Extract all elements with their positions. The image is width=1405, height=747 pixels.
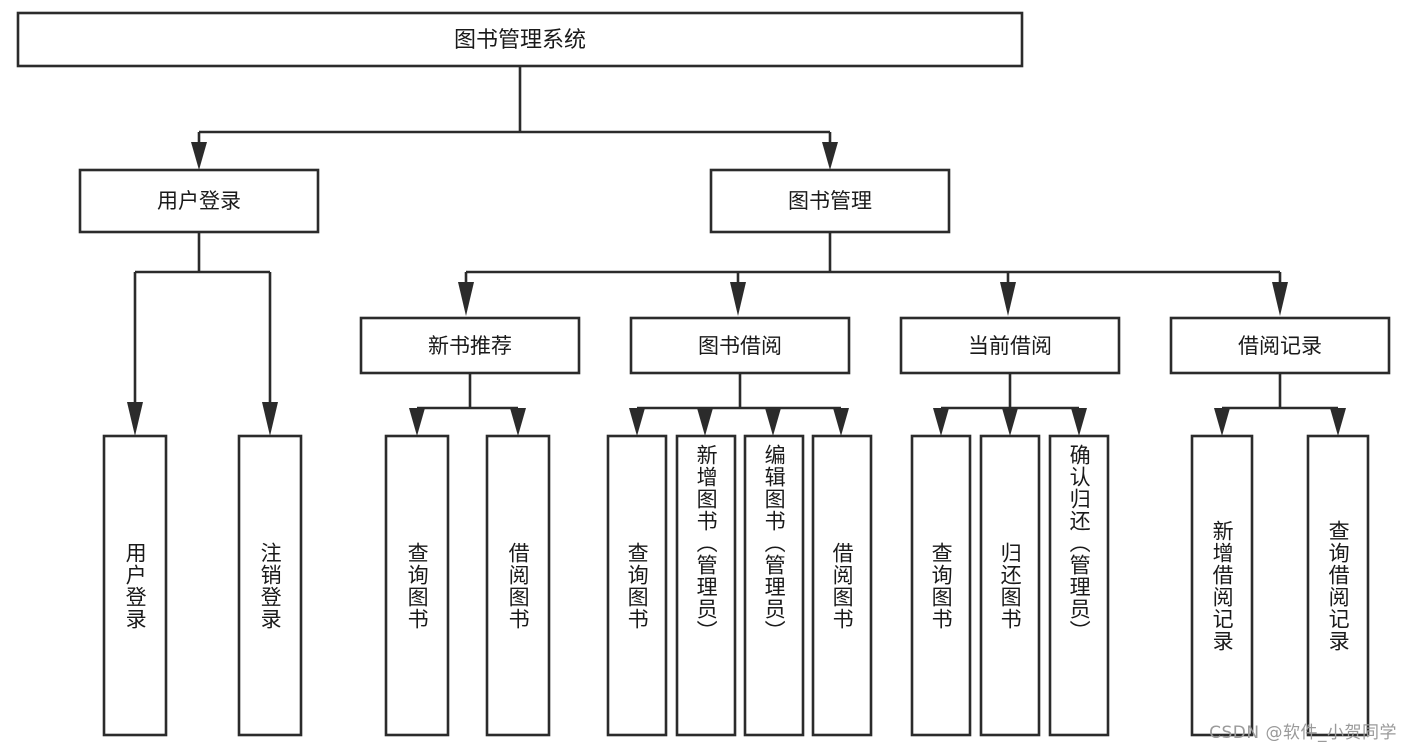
node-box-leaf-query-record[interactable] (1306, 434, 1370, 737)
node-label-current-borrow: 当前借阅 (968, 334, 1052, 358)
arrowhead-leaf-confirm-return (1071, 408, 1087, 436)
arrowhead-leaf-user-login (127, 402, 143, 436)
arrowhead-leaf-add-book (697, 408, 713, 436)
node-label-book-borrow: 图书借阅 (698, 334, 782, 358)
arrowhead-leaf-logout (262, 402, 278, 436)
node-box-new-book-recommend[interactable] (359, 316, 581, 375)
node-layer: 图书管理系统 用户登录 图书管理 新书推荐 图书借阅 当前借阅 借阅记录 (16, 11, 1391, 737)
arrowhead-book-borrow (730, 282, 746, 316)
node-box-leaf-query-book-2[interactable] (606, 434, 668, 737)
node-box-leaf-query-book-1[interactable] (384, 434, 450, 737)
node-label-borrow-record: 借阅记录 (1238, 334, 1322, 358)
node-label-root: 图书管理系统 (454, 28, 586, 53)
arrowhead-leaf-query-record (1330, 408, 1346, 436)
node-box-leaf-edit-book[interactable] (743, 434, 805, 737)
node-label-new-book-recommend: 新书推荐 (428, 334, 512, 358)
node-box-leaf-query-book-3[interactable] (910, 434, 972, 737)
node-box-leaf-borrow-book-2[interactable] (811, 434, 873, 737)
arrowhead-leaf-return-book (1002, 408, 1018, 436)
node-box-book-borrow[interactable] (629, 316, 851, 375)
node-box-leaf-add-record[interactable] (1190, 434, 1254, 737)
connector-layer (127, 66, 1346, 436)
node-box-book-manage[interactable] (709, 168, 951, 234)
arrowhead-leaf-add-record (1214, 408, 1230, 436)
arrowhead-leaf-edit-book (765, 408, 781, 436)
arrowhead-leaf-query-book-1 (409, 408, 425, 436)
node-box-current-borrow[interactable] (899, 316, 1121, 375)
node-box-leaf-logout[interactable] (237, 434, 303, 737)
node-box-leaf-confirm-return[interactable] (1048, 434, 1110, 737)
node-label-user-login: 用户登录 (157, 189, 241, 213)
node-box-leaf-borrow-book-1[interactable] (485, 434, 551, 737)
arrowhead-leaf-query-book-3 (933, 408, 949, 436)
node-label-book-manage: 图书管理 (788, 189, 872, 213)
node-box-borrow-record[interactable] (1169, 316, 1391, 375)
arrowhead-leaf-borrow-book-2 (833, 408, 849, 436)
node-box-user-login[interactable] (78, 168, 320, 234)
arrowhead-new-book-recommend (458, 282, 474, 316)
node-box-leaf-add-book[interactable] (675, 434, 737, 737)
arrowhead-borrow-record (1272, 282, 1288, 316)
arrowhead-leaf-query-book-2 (629, 408, 645, 436)
arrowhead-current-borrow (1000, 282, 1016, 316)
node-box-leaf-user-login[interactable] (102, 434, 168, 737)
arrowhead-book-manage (822, 142, 838, 170)
node-box-leaf-return-book[interactable] (979, 434, 1041, 737)
arrowhead-user-login (191, 142, 207, 170)
node-box-root[interactable] (16, 11, 1024, 68)
arrowhead-leaf-borrow-book-1 (510, 408, 526, 436)
